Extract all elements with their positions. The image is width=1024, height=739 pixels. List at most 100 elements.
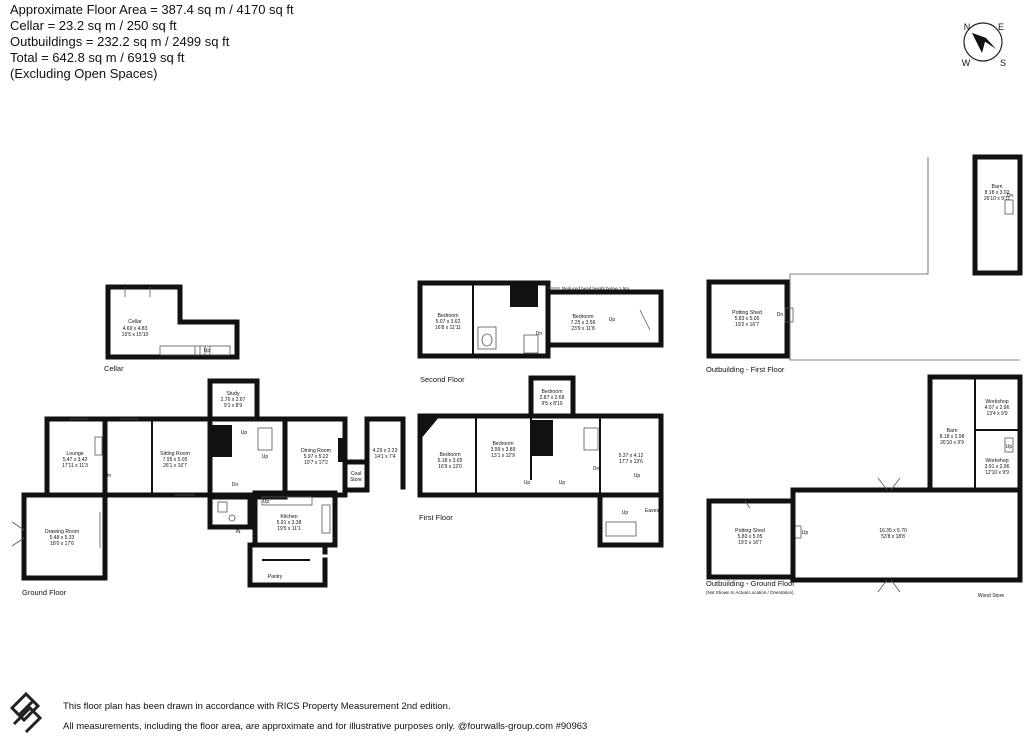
floor-label-outbuilding-first: Outbuilding - First Floor <box>706 365 785 374</box>
floor-label-cellar: Cellar <box>104 364 124 373</box>
room-metric: 5.47 x 3.42 <box>63 457 88 463</box>
compass-e: E <box>998 22 1004 32</box>
stair-label: Up <box>634 473 641 479</box>
room-imperial: 16'8 x 11'11 <box>435 325 461 331</box>
room-metric: 5.48 x 5.33 <box>50 535 75 541</box>
room-metric: 5.91 x 3.38 <box>277 520 302 526</box>
room-imperial: 19'7 x 17'2 <box>304 460 328 466</box>
room-imperial: 9'5 x 8'10 <box>541 401 562 407</box>
room-name: Wood Store <box>978 593 1005 599</box>
stair-label: Up <box>263 499 270 505</box>
compass-icon: N E S W <box>962 22 1006 68</box>
room-name: Eaves <box>645 508 659 514</box>
room-imperial: 19'2 x 16'7 <box>735 322 759 328</box>
floor-area-summary: Approximate Floor Area = 387.4 sq m / 41… <box>10 2 294 82</box>
room-name: Workshop <box>985 458 1008 464</box>
room-imperial: 17'7 x 13'6 <box>619 459 643 465</box>
room-imperial: 14'1 x 7'4 <box>374 454 395 460</box>
room-imperial: 9'1 x 8'9 <box>224 403 243 409</box>
room-name: Barn <box>947 428 958 434</box>
floor-label-first: First Floor <box>419 513 453 522</box>
summary-line: Cellar = 23.2 sq m / 250 sq ft <box>10 18 177 33</box>
first-floor-plan: Bedroom 2.87 x 2.68 9'5 x 8'10 Dn Bedroo… <box>417 375 664 548</box>
room-imperial: 13'4 x 9'9 <box>986 411 1007 417</box>
room-name: Lounge <box>66 451 83 457</box>
room-name: Sitting Room <box>160 451 190 457</box>
cellar-plan: Cellar 4.69 x 4.83 15'5 x 15'10 Up Cella… <box>104 284 240 373</box>
second-floor-plan: Dn Bedroom 5.07 x 3.62 16'8 x 11'11 Redu… <box>417 280 664 384</box>
room-name: Potting Shed <box>735 528 765 534</box>
outbuilding-ground-floor-plan: Barn 8.18 x 2.98 26'10 x 9'9 Workshop 4.… <box>706 374 1023 599</box>
room-imperial: 18'0 x 17'6 <box>50 541 74 547</box>
stair-label: Up <box>524 480 531 486</box>
compass-w: W <box>962 58 971 68</box>
room-name: Potting Shed <box>732 310 762 316</box>
stair-label: Up <box>559 480 566 486</box>
outbuilding-first-floor-plan: Dn Barn 8.18 x 3.02 26'10 x 9'11 Dn Pott… <box>706 154 1023 374</box>
summary-line: Total = 642.8 sq m / 6919 sq ft <box>10 50 185 65</box>
room-imperial: 15'5 x 15'10 <box>122 332 149 338</box>
room-name: Bedroom <box>439 452 460 458</box>
compass-n: N <box>964 22 971 32</box>
stair-label: Up <box>1006 444 1013 450</box>
room-metric: 4.07 x 2.96 <box>985 405 1010 411</box>
stair-label: Up <box>204 348 211 354</box>
stair-label: Dn <box>1007 193 1014 199</box>
room-metric: 5.83 x 5.05 <box>738 534 763 540</box>
ground-floor-plan: Lounge 5.47 x 3.42 17'11 x 11'3 Dn Drawi… <box>11 378 406 597</box>
room-metric: 5.37 x 4.12 <box>619 453 644 459</box>
room-metric: 5.18 x 3.65 <box>438 458 463 464</box>
room-metric: 16.35 x 5.70 <box>879 528 907 534</box>
room-metric: 5.97 x 5.22 <box>304 454 329 460</box>
stair-label: Dn <box>536 331 543 337</box>
room-metric: 5.83 x 5.05 <box>735 316 760 322</box>
room-name: Drawing Room <box>45 529 79 535</box>
orientation-note: (Not Shown In Actual Location / Orientat… <box>706 590 794 595</box>
room-imperial: 23'9 x 11'8 <box>571 326 595 332</box>
stair-label: Up <box>609 317 616 323</box>
stair-label: Up <box>802 530 809 536</box>
room-name: Coal <box>351 471 361 477</box>
room-name-2: Store <box>350 477 362 483</box>
room-metric: 7.95 x 5.05 <box>163 457 188 463</box>
room-metric: 4.29 x 2.23 <box>373 448 398 454</box>
stair-label: Up <box>622 510 629 516</box>
room-metric: 7.25 x 3.56 <box>571 320 596 326</box>
room-name: Bedroom <box>541 389 562 395</box>
room-name: Pantry <box>268 574 283 580</box>
compass-s: S <box>1000 58 1006 68</box>
floor-label-second: Second Floor <box>420 375 465 384</box>
room-name: Kitchen <box>280 514 297 520</box>
room-name: Bedroom <box>572 314 593 320</box>
room-name: Study <box>226 391 240 397</box>
stair-label: Up <box>241 430 248 436</box>
floor-label-outbuilding-ground: Outbuilding - Ground Floor <box>706 579 795 588</box>
room-name: Dining Room <box>301 448 331 454</box>
footer-line-2: All measurements, including the floor ar… <box>63 721 588 732</box>
stair-label: Dn <box>232 482 239 488</box>
room-imperial: 26'10 x 9'11 <box>984 196 1011 202</box>
room-imperial: 53'8 x 18'8 <box>881 534 905 540</box>
head-height-note: Reduced head height below 1.5m <box>562 286 629 291</box>
summary-line: Approximate Floor Area = 387.4 sq m / 41… <box>10 2 294 17</box>
room-imperial: 12'10 x 9'9 <box>985 470 1009 476</box>
room-imperial: 26'10 x 9'9 <box>940 440 964 446</box>
room-imperial: 16'9 x 12'0 <box>438 464 462 470</box>
stair-label: Up <box>262 454 269 460</box>
room-name: Cellar <box>128 319 142 325</box>
room-imperial: 13'1 x 12'9 <box>491 453 515 459</box>
summary-line: (Excluding Open Spaces) <box>10 66 158 81</box>
room-metric: 3.91 x 2.96 <box>985 464 1010 470</box>
summary-line: Outbuildings = 232.2 sq m / 2499 sq ft <box>10 34 230 49</box>
room-metric: 2.87 x 2.68 <box>540 395 565 401</box>
stair-label: Dn <box>593 466 600 472</box>
room-name: Bedroom <box>492 441 513 447</box>
room-metric: 8.18 x 2.98 <box>940 434 965 440</box>
room-imperial: 17'11 x 11'3 <box>62 463 88 469</box>
entry-label: IN <box>236 529 241 535</box>
footer-line-1: This floor plan has been drawn in accord… <box>63 701 451 712</box>
room-imperial: 19'5 x 11'1 <box>277 526 301 532</box>
room-metric: 4.69 x 4.83 <box>123 326 148 332</box>
company-logo-icon <box>9 691 43 734</box>
